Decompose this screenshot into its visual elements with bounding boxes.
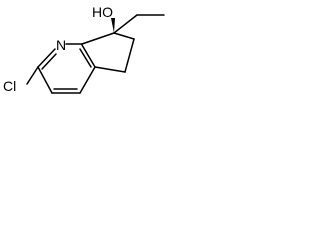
molecule-diagram: Cl N HO (3, 4, 165, 94)
bond-cl-c2 (26, 66, 39, 85)
atom-label-chlorine: Cl (3, 78, 16, 94)
bond-c2-n1 (37, 48, 56, 68)
stereo-wedge-bond (111, 18, 115, 33)
structure-canvas: Cl N HO (0, 0, 227, 125)
bond-c5-c6 (124, 38, 135, 73)
atom-label-nitrogen: N (56, 37, 66, 53)
bond-c6-c7 (113, 32, 135, 40)
bond-c4a-c7a (81, 44, 96, 68)
bond-c4a-c7a-inner (79, 48, 92, 68)
bond-c7-c7a (81, 32, 115, 45)
bond-c4-c4a (79, 66, 96, 94)
bond-lines (26, 14, 165, 94)
bond-c2-n1-inner (41, 53, 57, 70)
bond-c4a-c5 (94, 66, 126, 73)
atom-label-hydroxyl: HO (92, 4, 113, 20)
bond-c2-c3 (37, 66, 53, 94)
bond-c7-ethyl (113, 14, 138, 34)
